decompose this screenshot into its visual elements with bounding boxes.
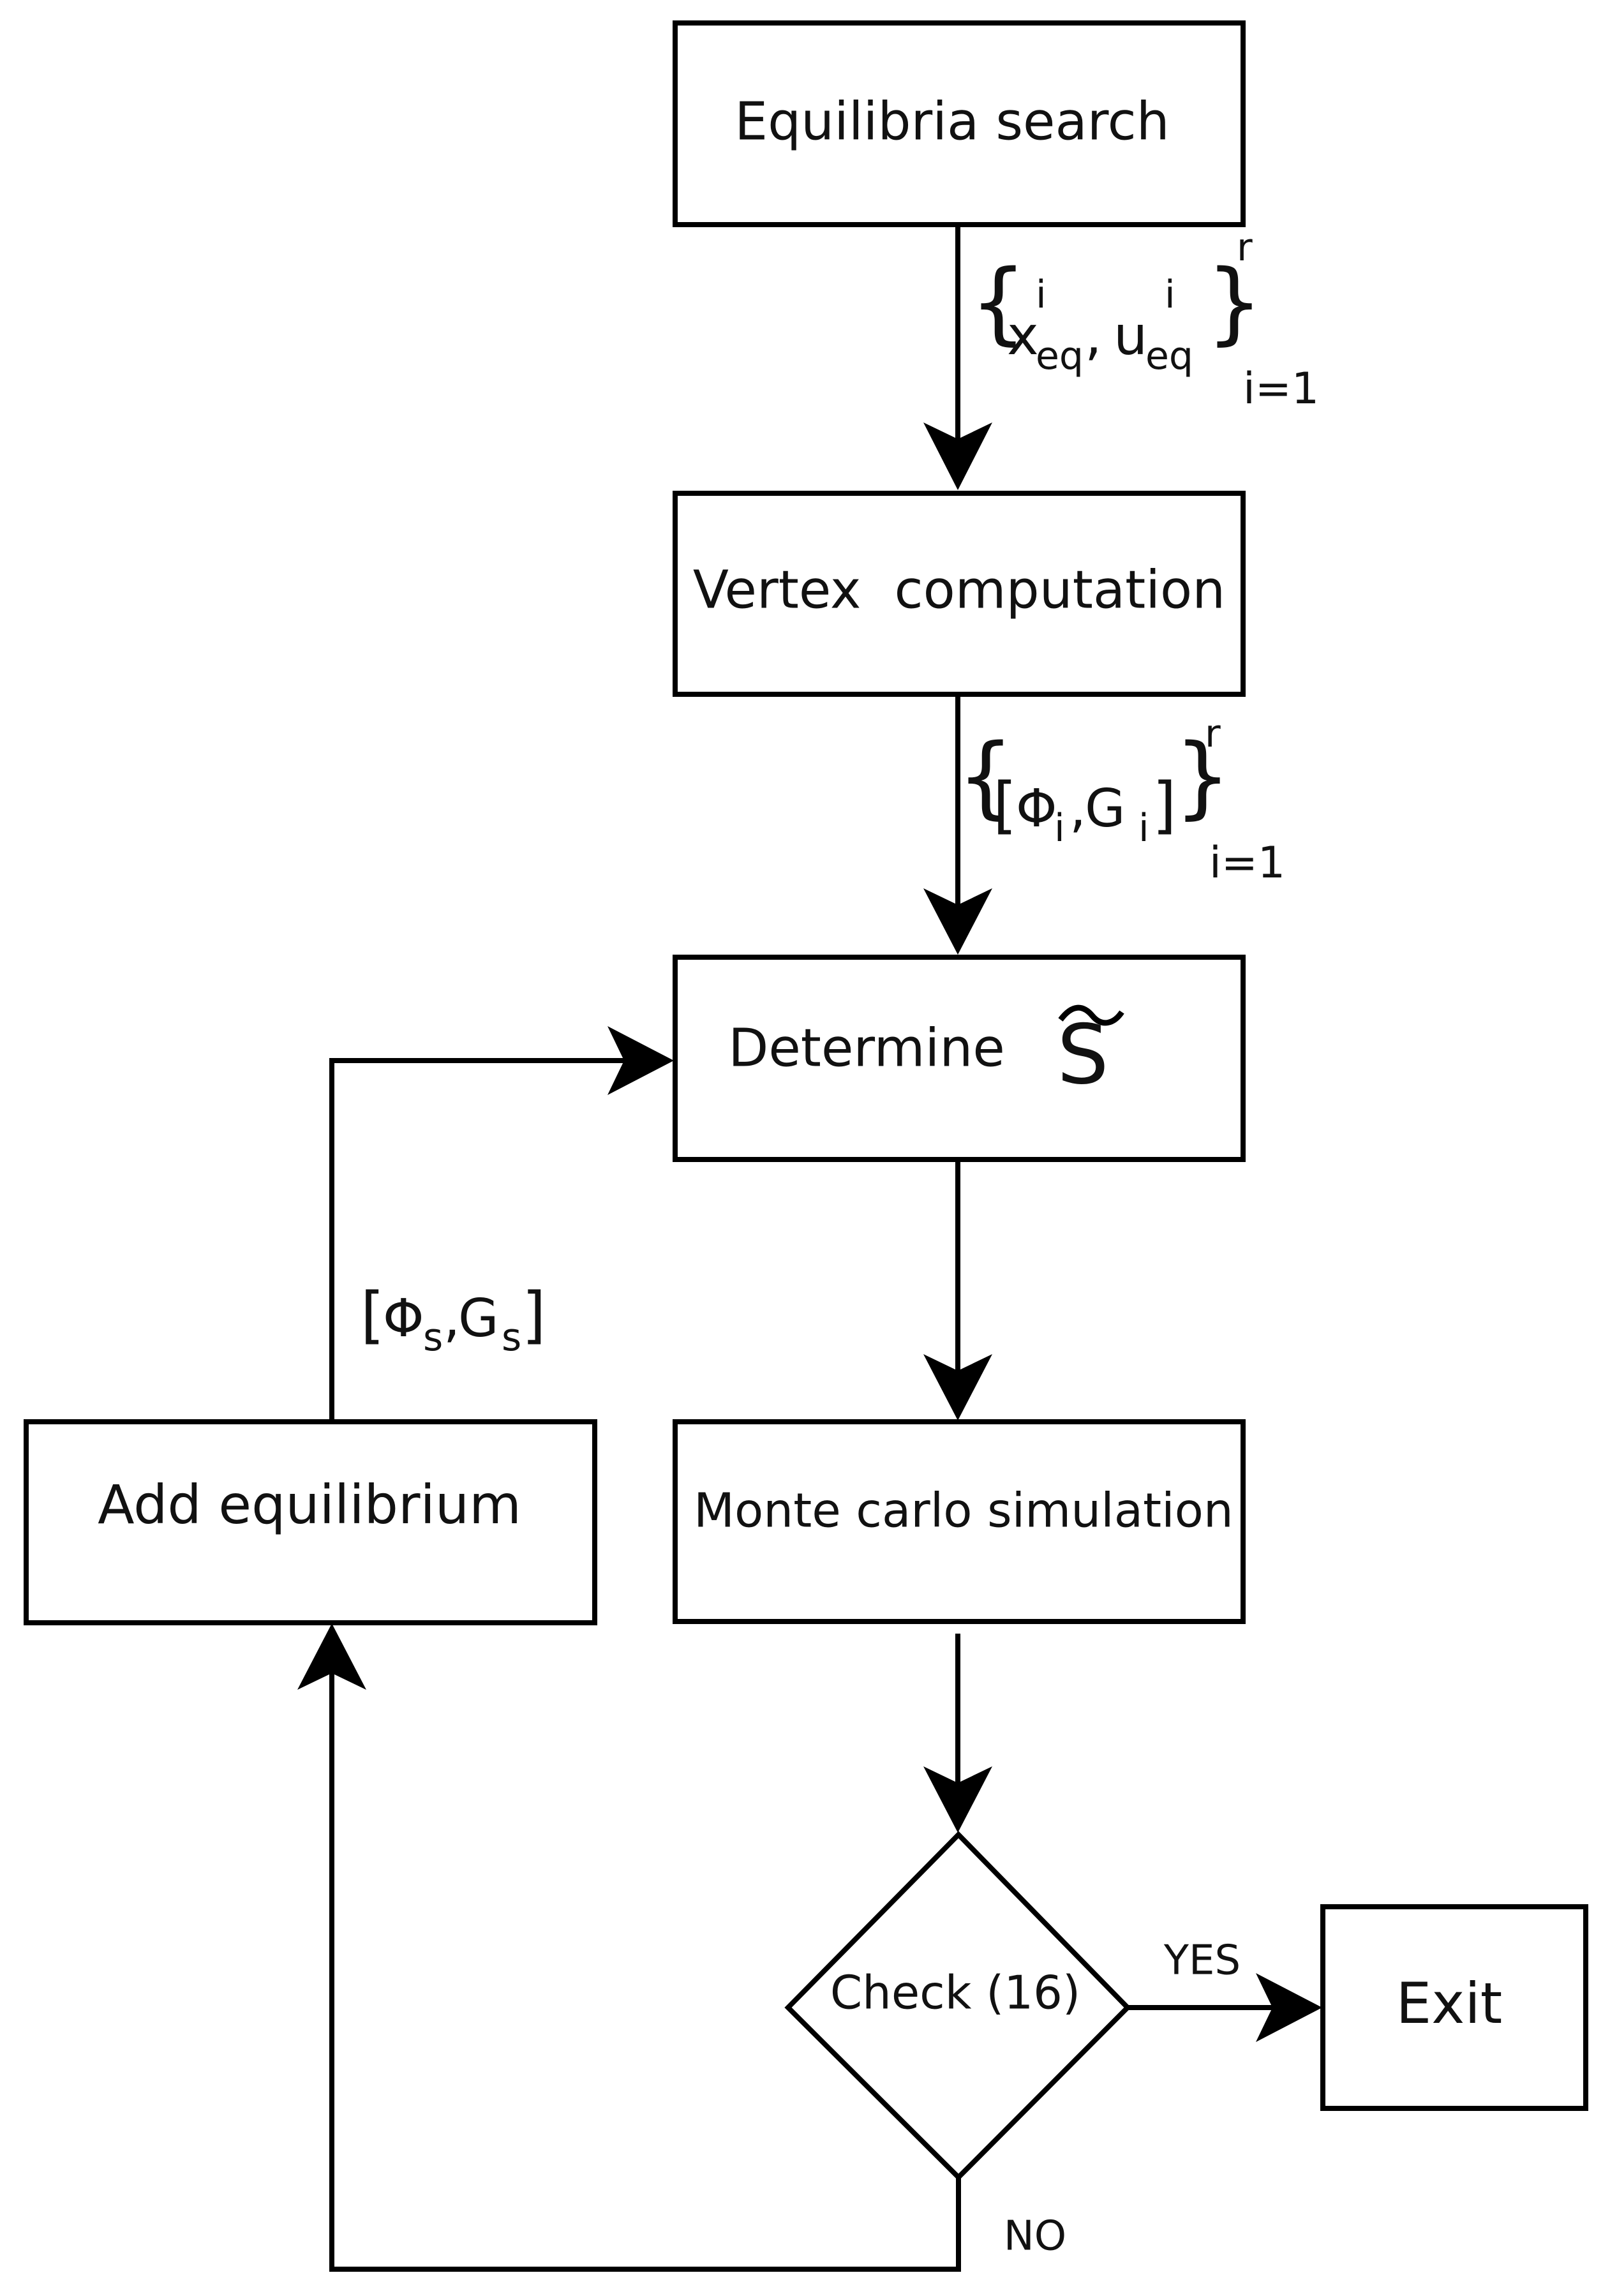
phi-symbol: Φ [383,1288,424,1349]
node-monte-carlo-simulation[interactable]: Monte carlo simulation [673,1419,1246,1624]
node-check-decision-label: Check (16) [830,1966,1080,2020]
arrowhead [923,888,992,955]
arrowhead [1256,1973,1322,2042]
edge-vertex-to-determine [923,694,992,955]
arrowhead [923,1354,992,1420]
range-sup: r [1205,712,1221,756]
x-symbol: x [1007,304,1039,367]
node-vertex-computation[interactable]: Vertex computation [673,491,1246,697]
comma: , [443,1288,460,1349]
x-eq-sup: i [1036,272,1047,317]
range-sub: i=1 [1243,364,1319,414]
u-symbol: u [1114,304,1147,367]
phi-sub: i [1054,806,1065,851]
edge-add-equilibrium-to-determine [329,1026,674,1422]
brace-open: { [957,725,1014,829]
brace-open: { [970,251,1027,355]
g-symbol: G [458,1288,499,1349]
node-check-decision[interactable]: Check (16) [784,1831,1131,2181]
u-eq-sup: i [1165,272,1175,317]
brace-close: } [1174,725,1231,829]
s-tilde-symbol: S [1057,1004,1124,1103]
node-equilibria-search[interactable]: Equilibria search [673,20,1246,227]
x-eq-sub: eq [1036,334,1084,378]
comma: , [1085,304,1102,367]
edge-check-yes-to-exit: YES [1128,1937,1322,2042]
node-exit-label: Exit [1396,1971,1503,2036]
edge-check-no-to-add-equilibrium: NO [297,1623,1066,2272]
node-add-equilibrium[interactable]: Add equilibrium [24,1419,597,1625]
node-determine[interactable]: Determine S [673,955,1246,1162]
comma: , [1070,779,1086,839]
edge-determine-to-monte-carlo [923,1159,992,1420]
label-vertex-set: { [ Φ i , G i ] } r i=1 [957,712,1285,888]
node-determine-label: Determine [728,1018,1005,1078]
g-sub: s [502,1315,521,1360]
label-equilibria-set: { x i eq , u i eq } r i=1 [970,225,1319,414]
edge-monte-carlo-to-check [923,1634,992,1833]
label-new-vertex: [ Φ s , G s ] [361,1279,546,1360]
arrowhead [923,422,992,490]
range-sup: r [1237,225,1253,270]
phi-symbol: Φ [1016,779,1057,839]
x-eq: x [1007,304,1039,367]
edge-equilibria-to-vertex [923,225,992,490]
arrowhead [297,1623,366,1690]
node-exit[interactable]: Exit [1320,1904,1588,2111]
u-eq-sub: eq [1145,334,1193,378]
yes-label: YES [1163,1937,1241,1985]
bracket-open: [ [993,770,1017,841]
range-sub: i=1 [1209,838,1285,888]
bracket-open: [ [361,1279,384,1351]
g-sub: i [1138,806,1149,851]
g-symbol: G [1085,779,1126,839]
tilde-mark [1058,1004,1124,1026]
bracket-close: ] [1152,770,1176,841]
no-label: NO [1004,2213,1066,2260]
phi-sub: s [423,1315,443,1360]
node-monte-carlo-simulation-label: Monte carlo simulation [694,1484,1234,1539]
node-equilibria-search-label: Equilibria search [734,91,1169,152]
node-add-equilibrium-label: Add equilibrium [98,1473,521,1536]
arrowhead [607,1026,674,1095]
brace-close: } [1206,251,1263,355]
arrowhead [923,1766,992,1833]
node-vertex-computation-label: Vertex computation [693,560,1225,620]
bracket-close: ] [522,1279,546,1351]
